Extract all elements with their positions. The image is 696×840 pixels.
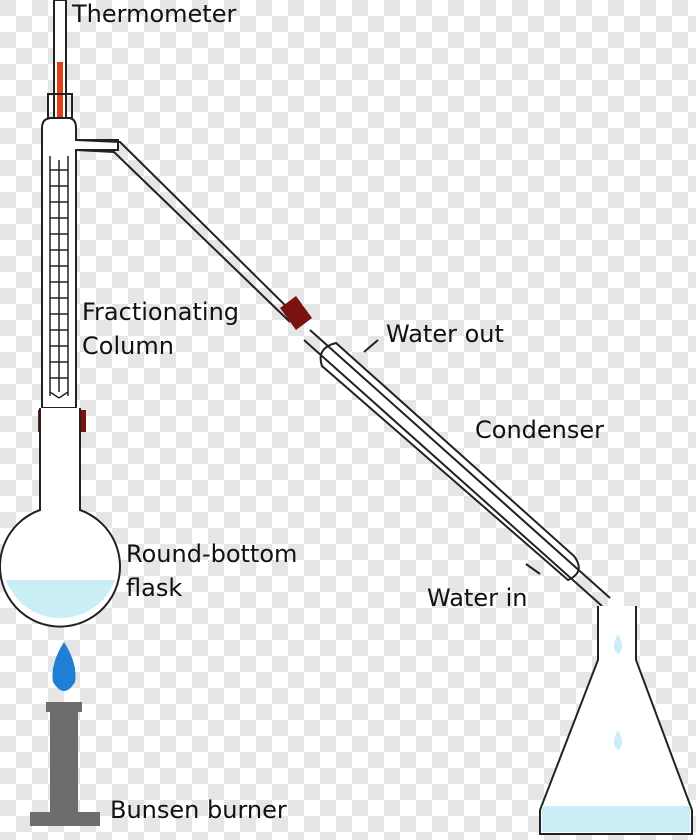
label-water-in: Water in — [427, 584, 527, 612]
label-flask-line1: Round-bottom — [126, 540, 297, 568]
droplet-bottom — [614, 730, 622, 750]
flask-liquid — [6, 580, 115, 619]
condenser — [303, 329, 611, 607]
collected-liquid — [542, 806, 690, 832]
droplet-top — [614, 634, 622, 654]
label-condenser: Condenser — [475, 416, 604, 444]
tube-stopper — [280, 296, 312, 330]
water-in-tube — [525, 563, 541, 575]
label-column-line1: Fractionating — [82, 298, 239, 326]
delivery-tube — [75, 139, 297, 323]
label-thermometer: Thermometer — [71, 0, 236, 28]
label-bunsen-burner: Bunsen burner — [110, 796, 287, 824]
water-out-tube — [363, 339, 379, 353]
thermometer-liquid — [57, 62, 63, 134]
erlenmeyer-flask — [539, 606, 693, 835]
label-flask-line2: flask — [126, 574, 182, 602]
round-bottom-flask — [0, 408, 121, 628]
label-water-out: Water out — [386, 320, 504, 348]
flame — [52, 642, 76, 691]
label-column-line2: Column — [82, 332, 174, 360]
bunsen-burner — [30, 642, 100, 826]
